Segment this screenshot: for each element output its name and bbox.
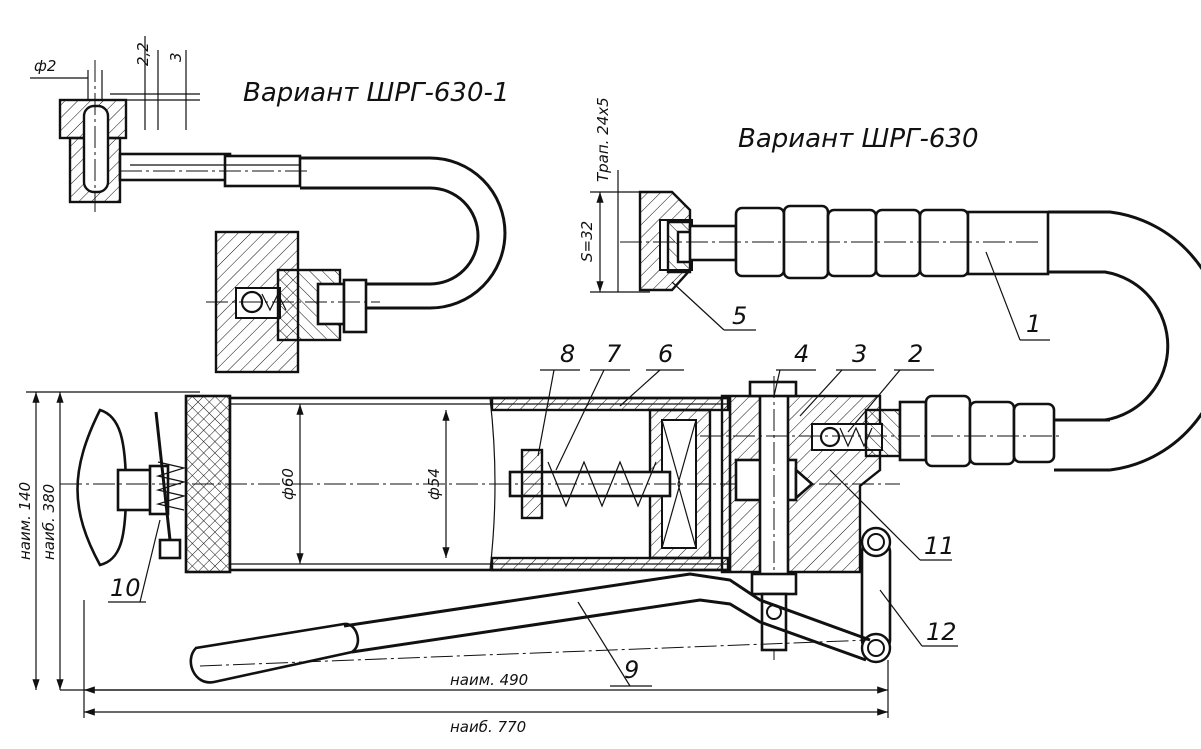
variant-1-title: Вариант ШРГ-630-1	[243, 78, 509, 108]
part-number-1: 1	[1026, 310, 1041, 338]
dim-phi60: ф60	[279, 468, 297, 500]
dim-min140: наим. 140	[16, 482, 34, 560]
dim-max770: наиб. 770	[450, 718, 526, 736]
main-gun: ф60 ф54	[60, 376, 1110, 684]
dim-max380: наиб. 380	[40, 484, 58, 560]
variant-2-detail: Трап. 24х5 S=32	[578, 97, 1201, 472]
part-number-7: 7	[606, 340, 622, 368]
dim-phi2: ф2	[34, 57, 56, 75]
variant-2-title: Вариант ШРГ-630	[738, 124, 979, 154]
part-number-3: 3	[852, 340, 867, 368]
dim-thread: Трап. 24х5	[594, 97, 612, 182]
part-number-4: 4	[794, 340, 809, 368]
callouts: 1 5 8 7 6 4 3 2 11 12 9	[108, 251, 1050, 687]
part-number-9: 9	[624, 656, 639, 684]
part-number-10: 10	[110, 574, 141, 602]
part-number-2: 2	[908, 340, 923, 368]
part-number-12: 12	[926, 618, 957, 646]
overall-dimensions: наим. 140 наиб. 380 наим. 490 наиб. 770	[16, 391, 889, 736]
variant-1-detail: ф2 2,2 3	[30, 36, 507, 374]
part-number-6: 6	[658, 340, 673, 368]
dim-min490: наим. 490	[450, 671, 528, 689]
part-number-11: 11	[924, 532, 955, 560]
dim-3: 3	[167, 52, 185, 62]
dim-s32: S=32	[578, 221, 596, 262]
part-number-5: 5	[732, 302, 747, 330]
dim-2-2: 2,2	[134, 42, 152, 66]
part-number-8: 8	[560, 340, 575, 368]
